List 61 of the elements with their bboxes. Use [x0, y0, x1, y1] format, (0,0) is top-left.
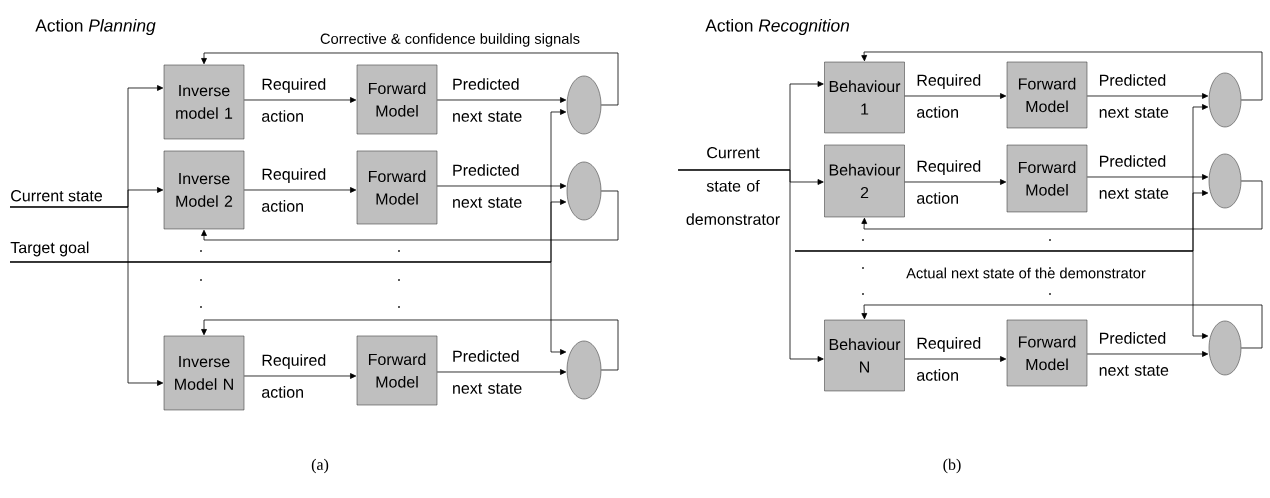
model-box: Inverse model 1: [163, 64, 245, 140]
model-box: Behaviour 2: [824, 144, 905, 218]
comparator-circle: [566, 340, 602, 400]
feedback-arrow: [861, 51, 1263, 101]
arrow: [904, 356, 1007, 362]
arrow: [1086, 174, 1209, 180]
comparator-circle: [1208, 72, 1242, 128]
edge-label: Actual next state of the demonstrator: [906, 267, 1146, 279]
edge-label: Predicted next state: [1099, 332, 1169, 376]
comparator-circle: [1208, 320, 1242, 376]
comparator-circle: [566, 75, 602, 135]
edge-label: Required action: [917, 74, 981, 118]
edge-label: Required action: [262, 78, 326, 122]
model-box: Forward Model: [1006, 61, 1088, 129]
model-box: Forward Model: [1006, 144, 1088, 213]
edge-label: Predicted next state: [453, 78, 522, 122]
arrow: [904, 179, 1007, 185]
edge-label: Predicted next state: [453, 350, 522, 394]
arrow: [794, 250, 1209, 339]
panel-caption: (a): [311, 458, 329, 474]
model-box: Forward Model: [1006, 319, 1088, 387]
edge-label: Required action: [917, 337, 981, 381]
arrow: [9, 261, 567, 355]
comparator-circle: [566, 161, 602, 221]
arrow: [243, 97, 357, 103]
feedback-arrow: [201, 190, 619, 241]
edge-label: Predicted next state: [453, 164, 522, 208]
input-label: Current state of demonstrator: [686, 147, 780, 225]
input-label: Current state: [11, 190, 102, 202]
arrow: [243, 187, 357, 193]
feedback-arrow: [861, 180, 1263, 230]
arrow: [1086, 351, 1209, 357]
arrow: [243, 373, 357, 379]
arrow: [9, 206, 164, 386]
model-box: Behaviour N: [824, 319, 905, 392]
edge-label: Required action: [262, 354, 326, 398]
feedback-arrow: [861, 304, 1263, 349]
feedback-arrow: [201, 52, 619, 106]
edge-label: Required action: [262, 168, 326, 212]
edge-label: Required action: [917, 160, 981, 204]
arrow: [677, 169, 824, 362]
model-box: Inverse Model N: [163, 335, 245, 411]
arrow: [904, 93, 1007, 99]
model-box: Forward Model: [356, 64, 438, 135]
model-box: Behaviour 1: [824, 61, 905, 134]
arrow: [436, 97, 567, 103]
arrow: [1086, 93, 1209, 99]
model-box: Forward Model: [356, 150, 438, 225]
edge-label: Corrective & confidence building signals: [320, 33, 580, 47]
edge-label: Predicted next state: [1099, 74, 1169, 118]
comparator-circle: [1208, 153, 1242, 209]
arrow: [436, 369, 567, 375]
panel-caption: (b): [943, 458, 961, 474]
feedback-arrow: [201, 319, 619, 371]
model-box: Inverse Model 2: [163, 150, 245, 230]
panel-title: Action Recognition: [705, 18, 849, 36]
input-label: Target goal: [10, 241, 89, 257]
edge-label: Predicted next state: [1099, 155, 1169, 199]
panel-title: Action Planning: [35, 18, 156, 36]
arrow: [436, 183, 567, 189]
model-box: Forward Model: [356, 335, 438, 406]
